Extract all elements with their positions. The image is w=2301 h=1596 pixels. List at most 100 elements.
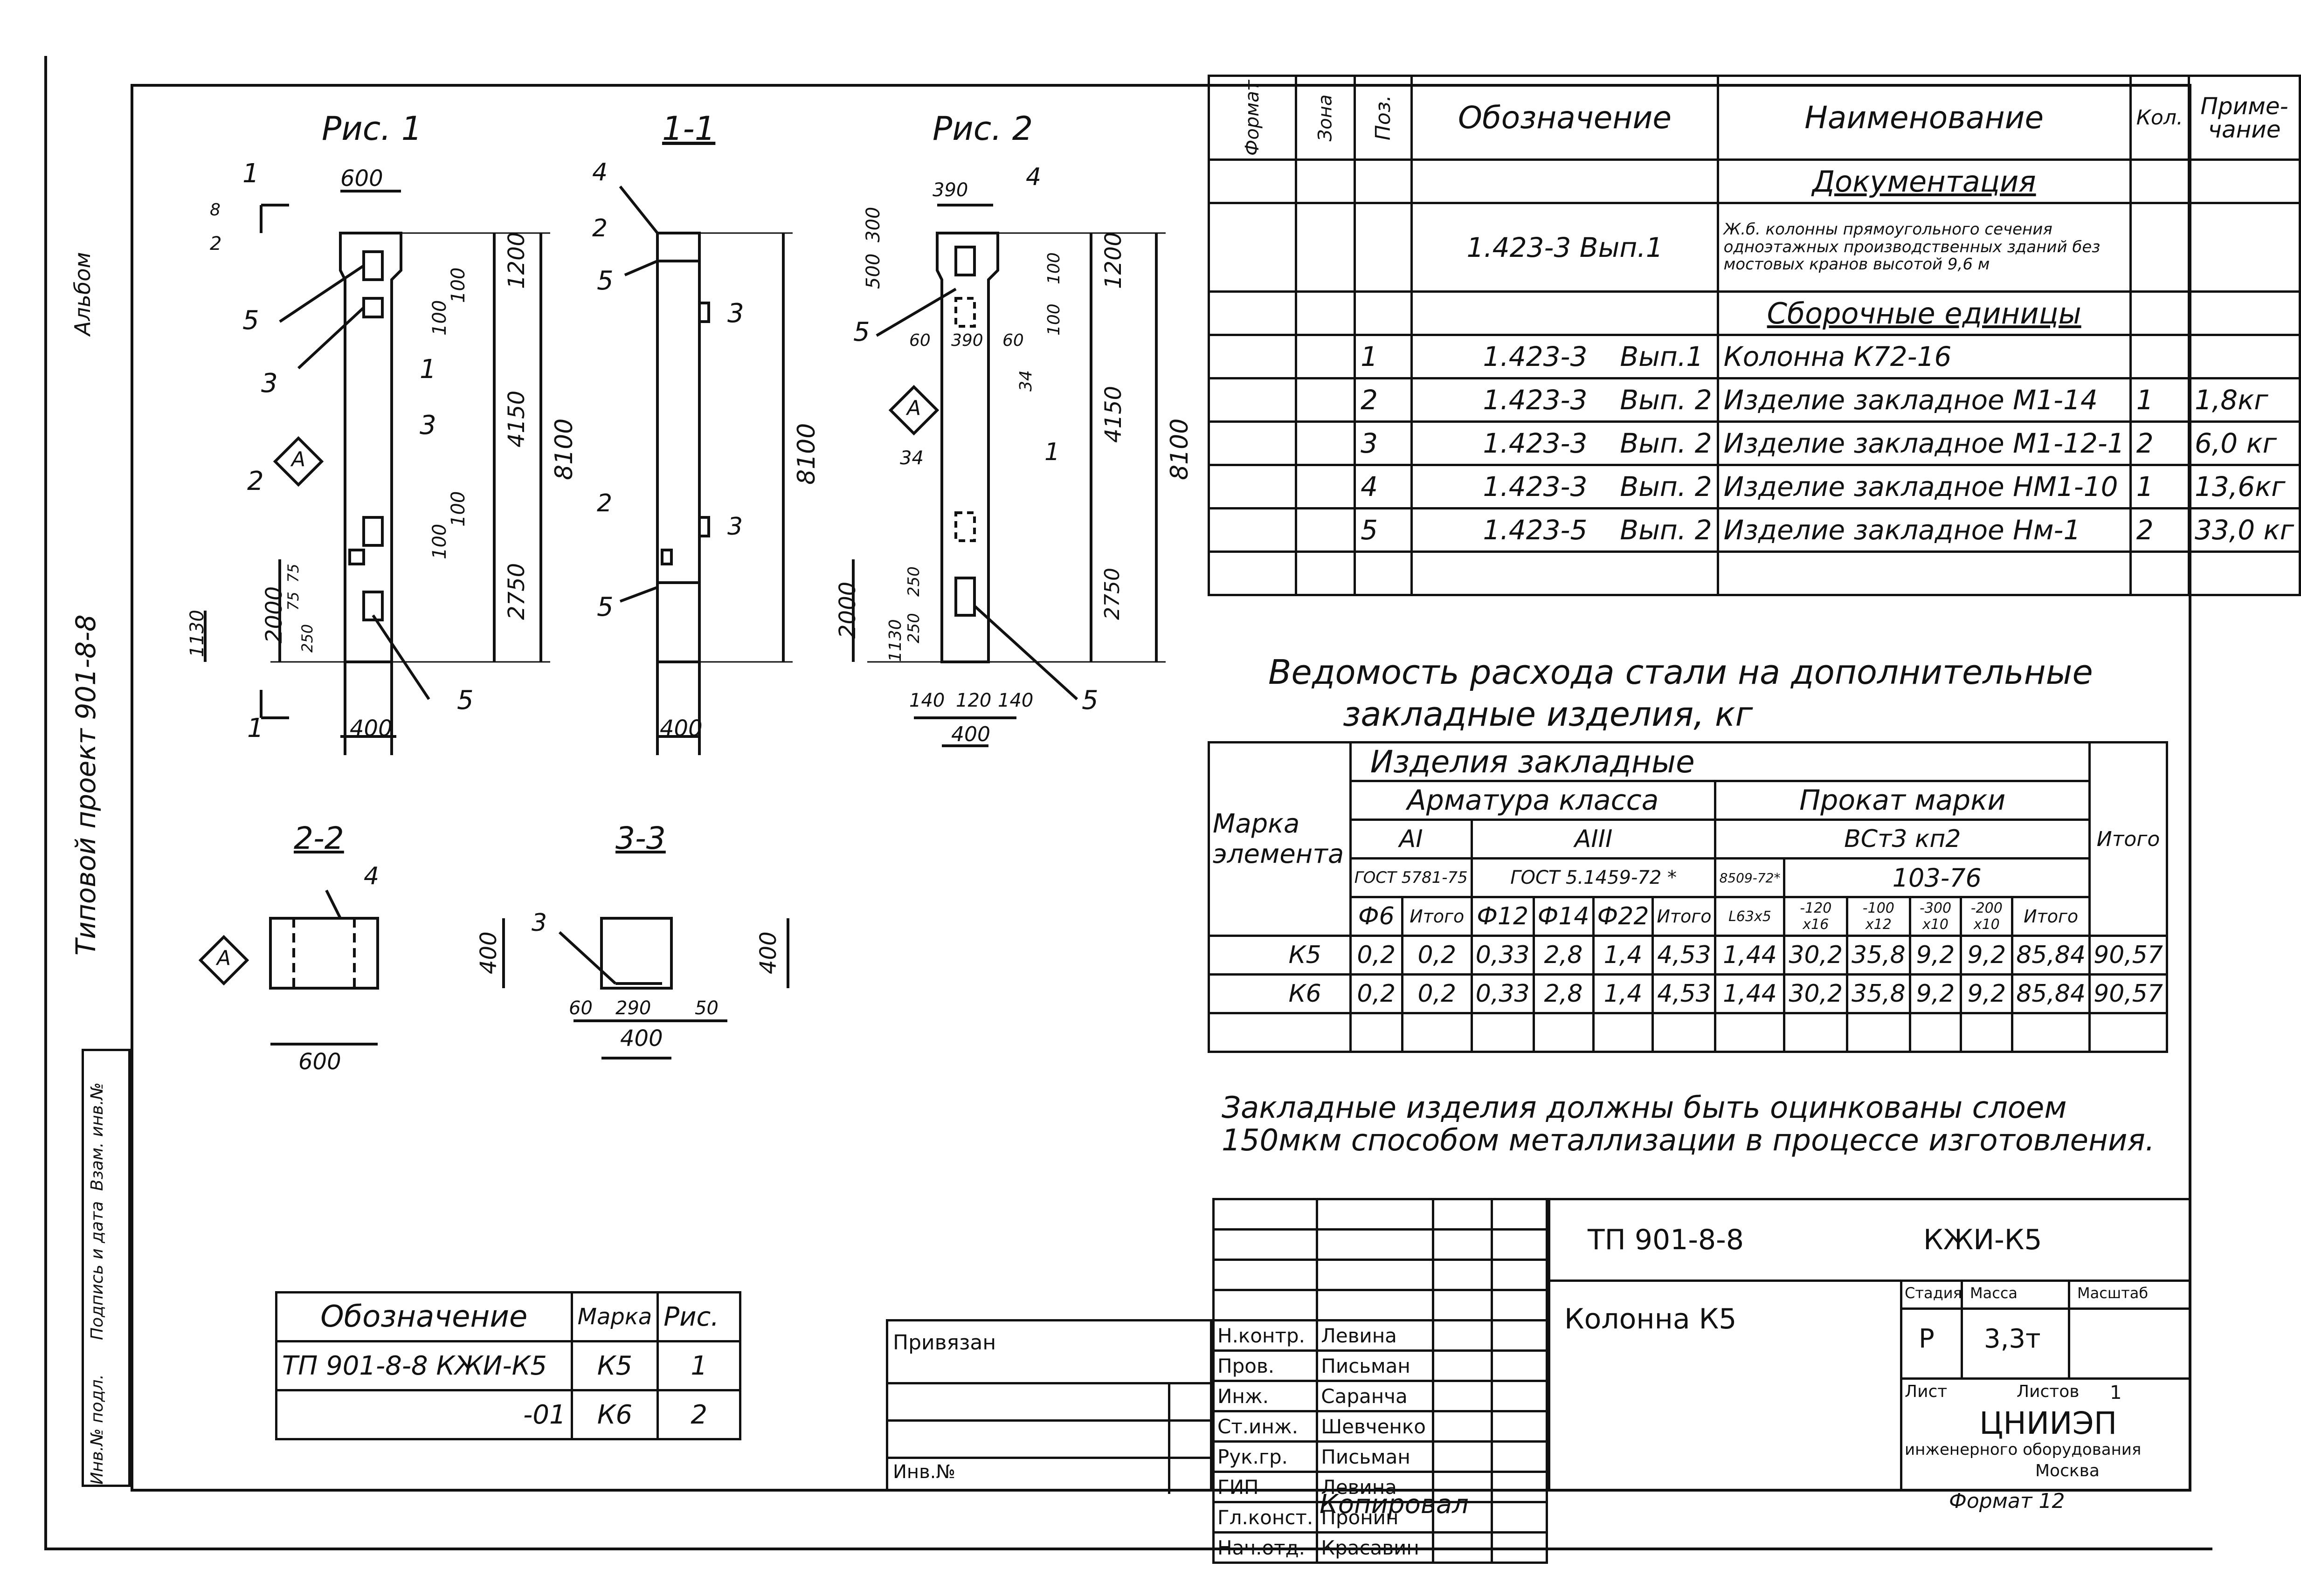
row-note: 6,0 кг bbox=[2187, 420, 2301, 466]
role: Пров. bbox=[1212, 1349, 1319, 1382]
stamp-sheets: 1 bbox=[2110, 1382, 2122, 1403]
fig1-title: Рис. 1 bbox=[322, 110, 422, 148]
ledger-replace: Взам. инв.№ bbox=[88, 1082, 107, 1191]
section-units: Сборочные единицы bbox=[1716, 290, 2132, 336]
col-name: Наименование bbox=[1716, 75, 2132, 161]
fig1-label: 1 bbox=[242, 158, 259, 189]
sub-header: Ф6 bbox=[1349, 896, 1403, 937]
col-zone: Зона bbox=[1295, 75, 1356, 161]
fig1-label: 600 bbox=[340, 165, 383, 192]
signer-name: Левина bbox=[1316, 1471, 1434, 1503]
signer-name: Письман bbox=[1316, 1440, 1434, 1473]
fig1-label: 100 bbox=[429, 523, 450, 559]
row-pos: 2 bbox=[1354, 377, 1413, 423]
row-qty: 2 bbox=[2129, 420, 2190, 466]
fig1-label: 250 bbox=[298, 624, 316, 653]
stamp-main: ТП 901-8-8 КЖИ-К5 Колонна К5 Стадия Масс… bbox=[1548, 1198, 2191, 1492]
stamp-h-scale: Масштаб bbox=[2077, 1284, 2149, 1302]
ledger-strip: Инв.№ подл. Подпись и дата Взам. инв.№ bbox=[82, 1049, 131, 1487]
stamp-sheet-label: Лист bbox=[1905, 1382, 1948, 1401]
note-line-2: 150мкм способом металлизации в процессе … bbox=[1222, 1123, 2155, 1158]
sub-header: L63x5 bbox=[1714, 896, 1786, 937]
signer-name: Красавин bbox=[1316, 1531, 1434, 1564]
h-aiii: AIII bbox=[1470, 819, 1717, 860]
signer-name: Письман bbox=[1316, 1349, 1434, 1382]
ref-mark: К5 bbox=[570, 1340, 659, 1391]
fig2-label: 500 bbox=[863, 253, 884, 289]
h-rebar: Арматура класса bbox=[1349, 780, 1717, 821]
stamp-stage: Р bbox=[1919, 1324, 1935, 1354]
fig2-label: 1130 bbox=[886, 619, 905, 662]
h-items: Изделия закладные bbox=[1349, 741, 2091, 782]
stamp-org: ЦНИИЭП bbox=[1979, 1405, 2117, 1441]
stamp-mass: 3,3т bbox=[1984, 1324, 2041, 1354]
fig2-label: 1200 bbox=[1100, 232, 1126, 289]
row-pos: 1 bbox=[1354, 334, 1413, 379]
row-note: 33,0 кг bbox=[2187, 507, 2301, 553]
sub-header: Итого bbox=[2011, 896, 2091, 937]
row-mark: К5 bbox=[1208, 935, 1352, 976]
fig2-title: Рис. 2 bbox=[933, 110, 1033, 148]
row-qty: 2 bbox=[2129, 507, 2190, 553]
cell: 30,2 bbox=[1783, 973, 1849, 1014]
h-ai: AI bbox=[1349, 819, 1473, 860]
row-note bbox=[2187, 334, 2301, 379]
s11-label: 5 bbox=[597, 592, 614, 622]
section22-title: 2-2 bbox=[294, 820, 344, 856]
sub-header: Итого bbox=[1651, 896, 1717, 937]
inner-left-rule bbox=[44, 56, 47, 1548]
cell: 0,33 bbox=[1470, 935, 1535, 976]
row-name: Колонна К72-16 bbox=[1716, 334, 2132, 379]
fig2-label: 140 bbox=[909, 690, 945, 711]
cell: 0,33 bbox=[1470, 973, 1535, 1014]
row-qty bbox=[2129, 334, 2190, 379]
cell: 4,53 bbox=[1651, 973, 1717, 1014]
s33-label: 3 bbox=[532, 909, 547, 937]
s11-label: 400 bbox=[660, 715, 703, 742]
fig2-label: 100 bbox=[1044, 303, 1064, 336]
note-line-1: Закладные изделия должны быть оцинкованы… bbox=[1222, 1091, 2067, 1125]
role: Рук.гр. bbox=[1212, 1440, 1319, 1473]
privyazan-block: Привязан Инв.№ bbox=[886, 1319, 1212, 1494]
s33-label: 50 bbox=[695, 998, 719, 1019]
ref-fig: 1 bbox=[656, 1340, 741, 1391]
fig2-label: 60 bbox=[1002, 331, 1024, 350]
fig2-label: 250 bbox=[905, 566, 923, 597]
stamp-org2: инженерного оборудования bbox=[1905, 1440, 2142, 1459]
cell: 9,2 bbox=[1908, 973, 1962, 1014]
s22-label: 400 bbox=[476, 931, 502, 974]
fig1-label: 100 bbox=[448, 491, 469, 527]
format-label: Формат 12 bbox=[1949, 1489, 2065, 1513]
ref-mark: К6 bbox=[570, 1389, 659, 1440]
cell: 2,8 bbox=[1532, 973, 1595, 1014]
fig2-label: 34 bbox=[1016, 370, 1036, 392]
fig1-label: 1130 bbox=[187, 610, 208, 657]
fig2-label: 140 bbox=[998, 690, 1034, 711]
section33-title: 3-3 bbox=[615, 820, 666, 856]
fig2-label: 390 bbox=[951, 331, 983, 350]
fig1-label: 5 bbox=[242, 305, 259, 336]
s11-label: 4 bbox=[592, 158, 608, 186]
h-gost1: ГОСТ 5781-75 bbox=[1349, 857, 1473, 898]
cell: 85,84 bbox=[2011, 935, 2091, 976]
row-name: Изделие закладное НМ1-10 bbox=[1716, 464, 2132, 509]
fig2-label: 2000 bbox=[835, 581, 861, 639]
cell: 2,8 bbox=[1532, 935, 1595, 976]
col-designation: Обозначение bbox=[1410, 75, 1719, 161]
stamp-title: Колонна К5 bbox=[1564, 1303, 1737, 1335]
role: Инж. bbox=[1212, 1380, 1319, 1412]
fig1-label: 8 bbox=[210, 200, 221, 220]
ref-designation: ТП 901-8-8 КЖИ-К5 bbox=[275, 1340, 573, 1391]
fig1-label: 3 bbox=[261, 368, 278, 399]
s33-label: 290 bbox=[615, 998, 651, 1019]
